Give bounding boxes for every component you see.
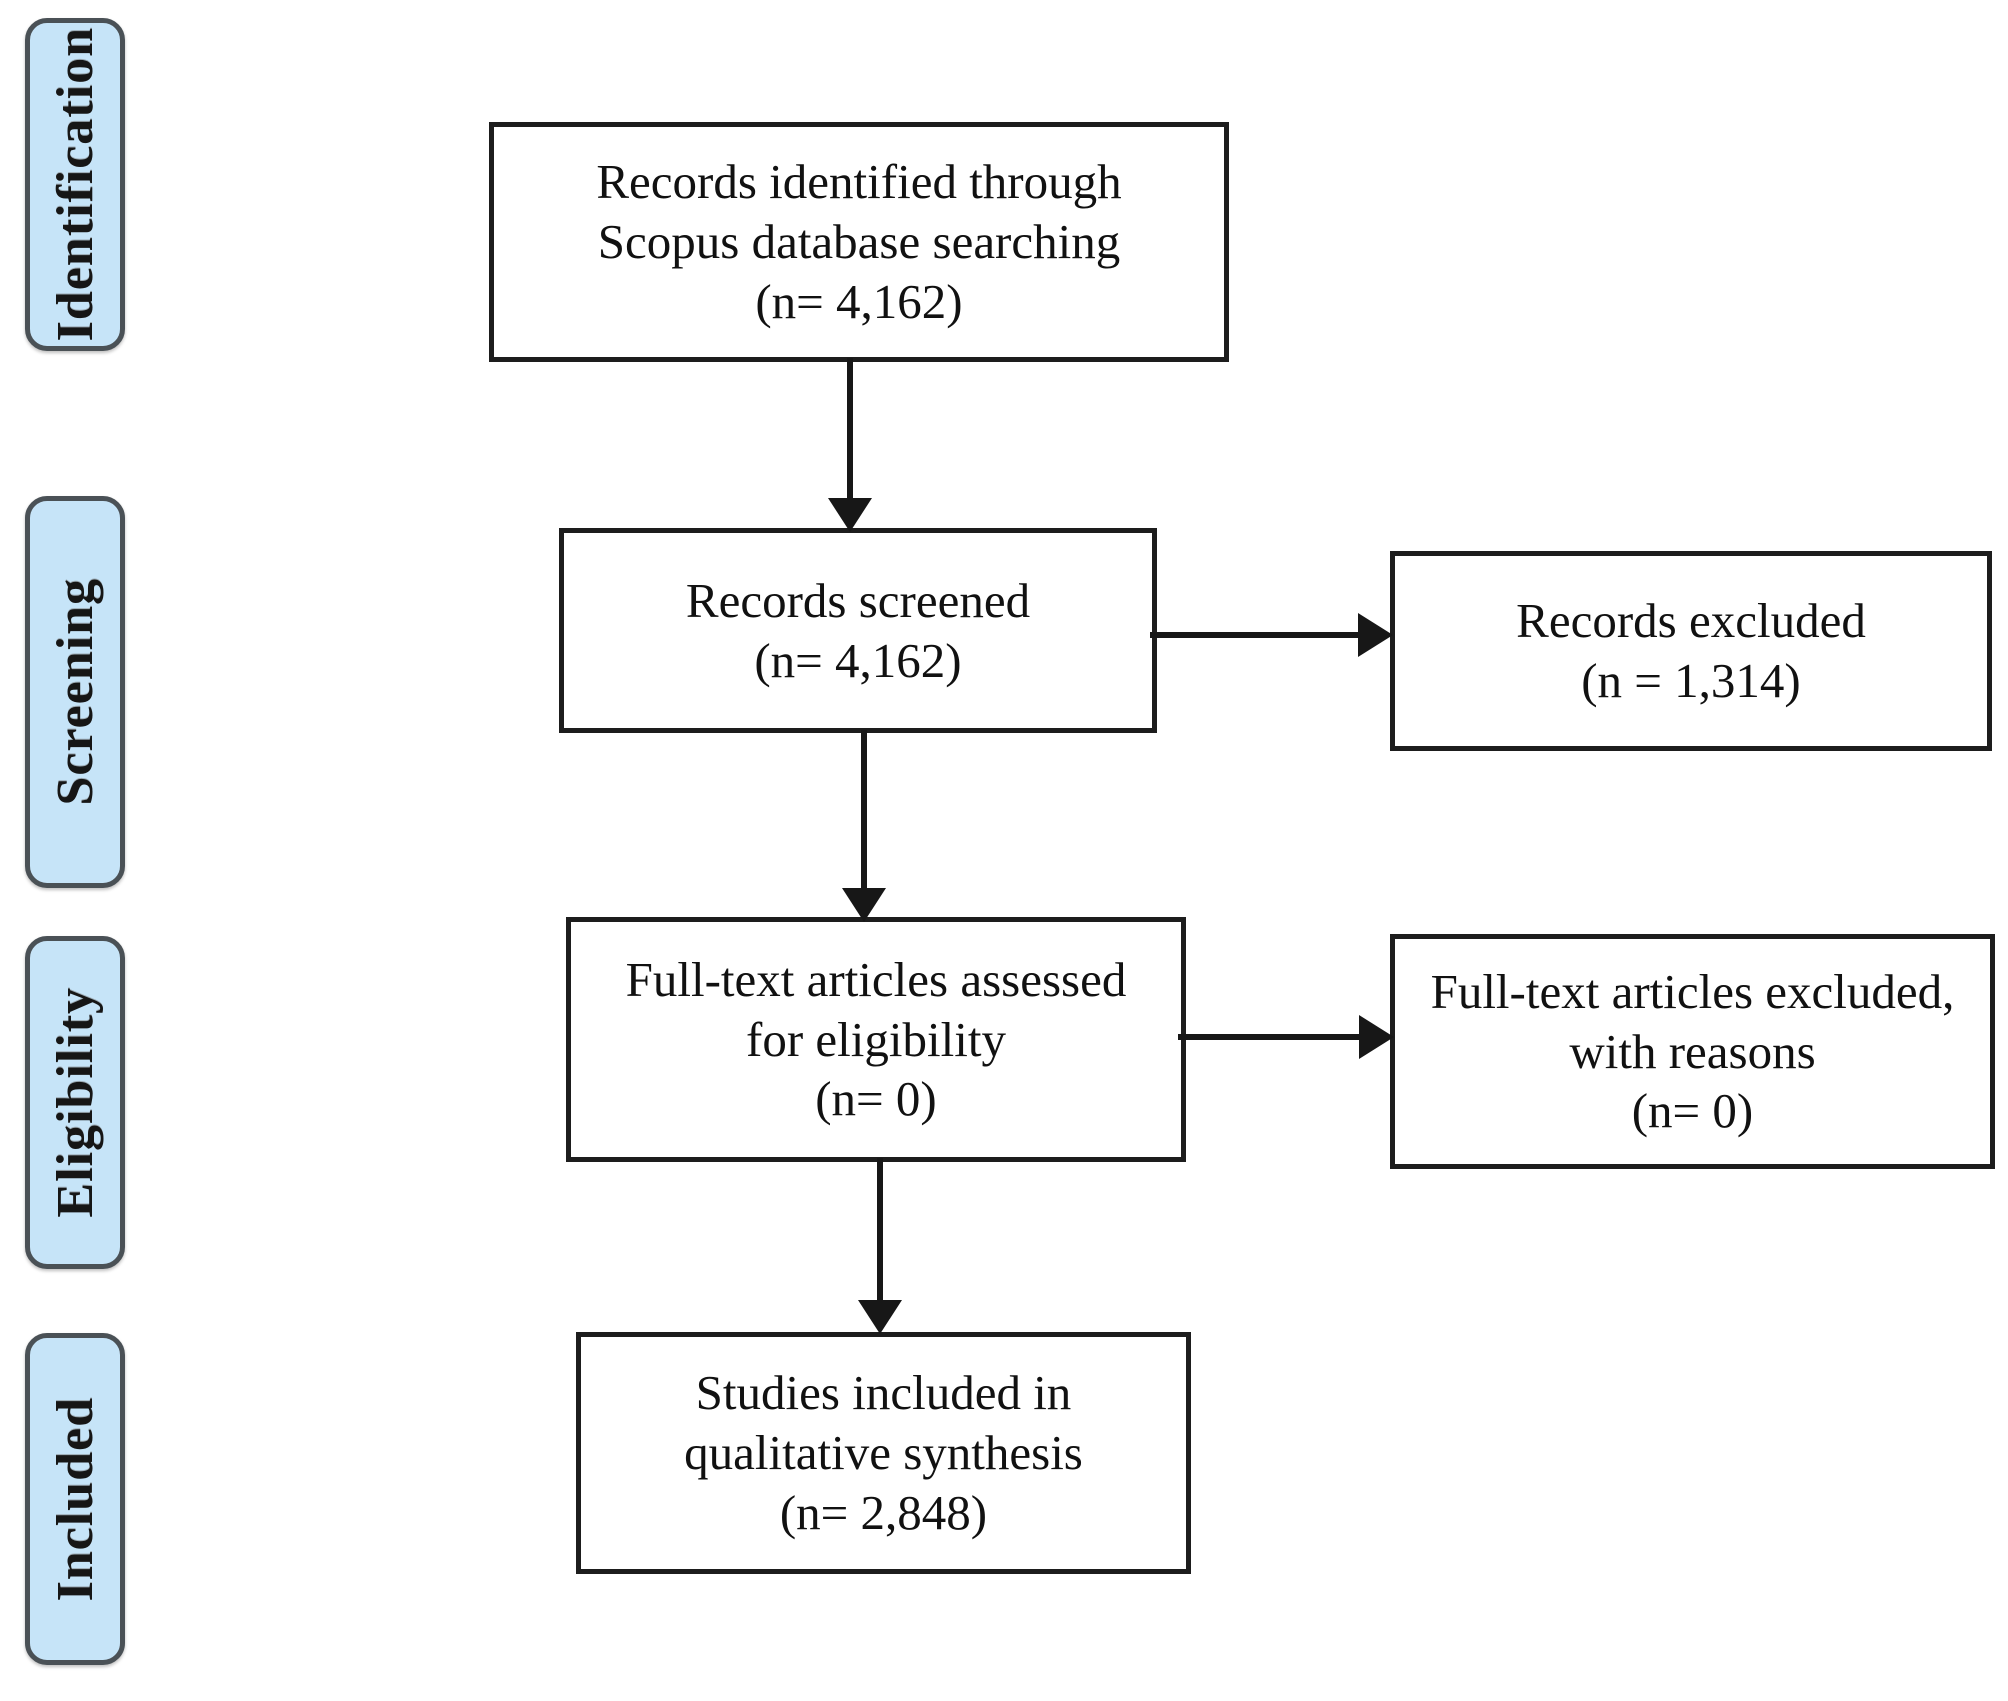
box-records-identified: Records identified through Scopus databa… (489, 122, 1229, 362)
arrow-screened-to-excluded (1150, 613, 1393, 657)
stage-label-identification: Identification (25, 18, 125, 351)
box-fulltext-excluded-text: Full-text articles excluded, with reason… (1430, 963, 1955, 1139)
arrow-screened-to-fulltext (842, 730, 886, 922)
stage-label-included: Included (25, 1333, 125, 1665)
arrow-identified-to-screened (828, 358, 872, 532)
box-records-screened-text: Records screened (n= 4,162) (685, 572, 1031, 688)
box-records-excluded: Records excluded (n = 1,314) (1390, 551, 1992, 751)
stage-label-eligibility-text: Eligibility (46, 987, 104, 1218)
stage-label-eligibility: Eligibility (25, 936, 125, 1269)
box-fulltext-assessed: Full-text articles assessed for eligibil… (566, 917, 1186, 1162)
box-studies-included-text: Studies included in qualitative synthesi… (684, 1365, 1083, 1540)
stage-label-screening: Screening (25, 496, 125, 888)
stage-label-identification-text: Identification (46, 27, 104, 342)
stage-label-included-text: Included (46, 1396, 104, 1602)
box-fulltext-assessed-text: Full-text articles assessed for eligibil… (625, 951, 1127, 1127)
arrow-fulltext-to-included (858, 1158, 902, 1334)
box-studies-included: Studies included in qualitative synthesi… (576, 1332, 1191, 1574)
arrow-fulltext-to-excluded (1178, 1015, 1394, 1059)
box-records-identified-text: Records identified through Scopus databa… (596, 154, 1122, 329)
box-records-excluded-text: Records excluded (n = 1,314) (1516, 593, 1866, 708)
box-records-screened: Records screened (n= 4,162) (559, 528, 1157, 733)
box-fulltext-excluded: Full-text articles excluded, with reason… (1390, 934, 1995, 1169)
stage-label-screening-text: Screening (46, 578, 104, 806)
